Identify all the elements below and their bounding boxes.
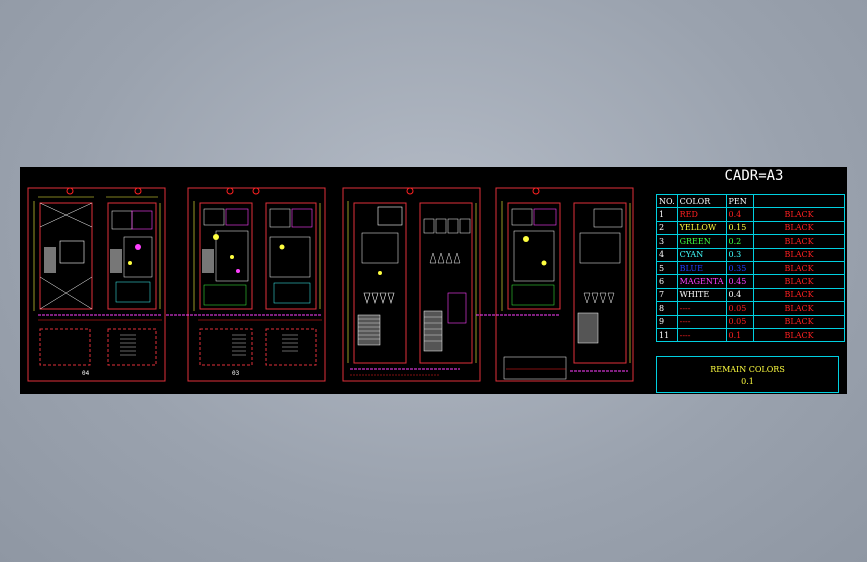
sheet-2[interactable]: 03 xyxy=(166,187,326,382)
cell-pen: 0.05 xyxy=(725,301,755,316)
cell-no: 5 xyxy=(656,260,678,276)
cell-output: BLACK xyxy=(753,207,845,222)
cell-no: 9 xyxy=(656,314,678,329)
cell-output: BLACK xyxy=(753,234,845,249)
sheet-4[interactable] xyxy=(476,187,634,382)
sheet-1-frame xyxy=(27,187,166,382)
sheet-1[interactable]: 04 xyxy=(27,187,166,382)
cell-color: CYAN xyxy=(676,247,727,262)
cell-color: RED xyxy=(676,207,727,222)
floor-plan-2b xyxy=(252,187,321,310)
elevation-plan-3b xyxy=(419,202,477,364)
cell-no: 7 xyxy=(656,287,678,303)
cell-pen: 0.3 xyxy=(725,247,755,262)
cell-color: YELLOW xyxy=(676,220,727,236)
cell-output: BLACK xyxy=(753,314,845,329)
cell-no: 3 xyxy=(656,234,678,249)
cell-pen: 0.2 xyxy=(725,234,755,249)
sheet-3[interactable] xyxy=(342,187,481,382)
floor-plan-2a xyxy=(193,187,253,311)
table-header-row: NO. COLOR PEN xyxy=(656,193,845,209)
sheet-3-frame xyxy=(342,187,481,382)
cell-no: 2 xyxy=(656,220,678,236)
cell-output: BLACK xyxy=(753,247,845,262)
sheet-number-04: 04 xyxy=(82,370,90,377)
drawing-viewport[interactable]: 04 xyxy=(20,167,847,394)
cell-color: ---- xyxy=(676,301,727,316)
cell-pen: 0.45 xyxy=(725,274,755,289)
cell-output: BLACK xyxy=(753,287,845,303)
cell-no: 6 xyxy=(656,274,678,289)
cell-pen: 0.15 xyxy=(725,220,755,236)
cell-output: BLACK xyxy=(753,260,845,276)
elevation-plan-3a xyxy=(347,187,414,364)
cell-pen: 0.05 xyxy=(725,314,755,329)
floor-plan-4a xyxy=(501,187,561,311)
remain-colors-box: REMAIN COLORS 0.1 xyxy=(656,356,839,393)
cell-no: 8 xyxy=(656,301,678,316)
cell-color: BLUE xyxy=(676,260,727,276)
cell-output: BLACK xyxy=(753,274,845,289)
cell-no: 11 xyxy=(656,327,678,343)
cell-pen: 0.4 xyxy=(725,287,755,303)
cell-no: 4 xyxy=(656,247,678,262)
floor-plan-1a xyxy=(33,187,94,311)
header-no: NO. xyxy=(656,193,678,209)
cell-no: 1 xyxy=(656,207,678,222)
remain-colors-value: 0.1 xyxy=(741,377,754,386)
header-color: COLOR xyxy=(676,193,727,209)
sheet-4-frame xyxy=(495,187,634,382)
cell-color: ---- xyxy=(676,314,727,329)
cell-color: ---- xyxy=(676,327,727,343)
sheet-2-frame xyxy=(187,187,326,382)
cad-drawing-canvas[interactable]: 04 xyxy=(20,167,660,394)
remain-colors-label: REMAIN COLORS xyxy=(710,365,785,374)
cell-pen: 0.4 xyxy=(725,207,755,222)
cell-output: BLACK xyxy=(753,327,845,343)
header-pen: PEN xyxy=(725,193,755,209)
floor-plan-4b xyxy=(573,202,631,364)
cell-pen: 0.35 xyxy=(725,260,755,276)
cell-pen: 0.1 xyxy=(725,327,755,343)
sheet-number-03: 03 xyxy=(232,370,240,377)
cell-color: WHITE xyxy=(676,287,727,303)
cadr-title: CADR=A3 xyxy=(724,168,784,184)
cell-color: MAGENTA xyxy=(676,274,727,289)
cell-color: GREEN xyxy=(676,234,727,249)
cell-output: BLACK xyxy=(753,220,845,236)
floor-plan-1b xyxy=(106,187,161,310)
cell-output: BLACK xyxy=(753,301,845,316)
header-output xyxy=(753,193,845,209)
